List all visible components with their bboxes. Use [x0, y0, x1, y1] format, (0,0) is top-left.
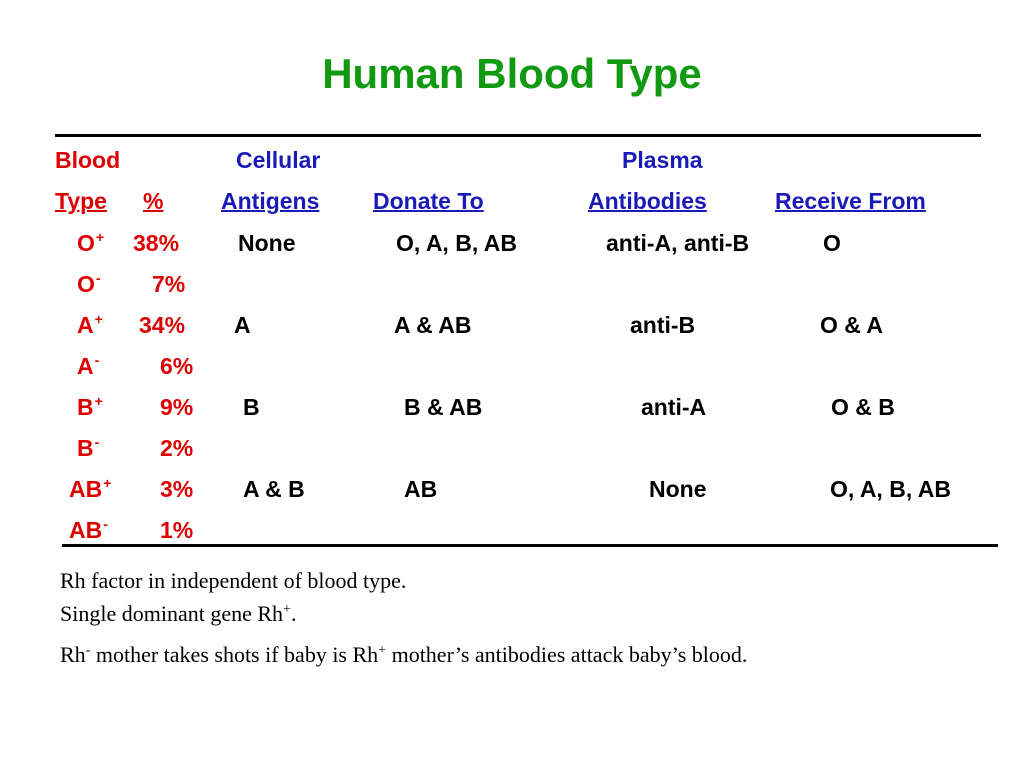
table-row-percent: 34%: [139, 312, 186, 338]
header-plasma: Plasma: [622, 147, 703, 173]
table-row-antigens: A & B: [243, 476, 305, 502]
header-cellular: Cellular: [236, 147, 321, 173]
table-row-percent: 6%: [160, 353, 194, 379]
table-row-type: AB+: [69, 475, 112, 502]
table-row-antigens: A: [234, 312, 251, 338]
table-row-antibodies: anti-A: [641, 394, 707, 420]
header-percent: %: [143, 188, 164, 214]
table-row-donate-to: A & AB: [394, 312, 472, 338]
table-row-type: AB-: [69, 516, 108, 543]
table-row-type: O+: [77, 229, 105, 256]
table-row-antibodies: anti-A, anti-B: [606, 230, 750, 256]
header-receive-from: Receive From: [775, 188, 926, 214]
header-antigens: Antigens: [221, 188, 320, 214]
table-row-percent: 2%: [160, 435, 194, 461]
table-row-receive-from: O & A: [820, 312, 884, 338]
table-row-type: A+: [77, 311, 103, 338]
table-bottom-rule: [62, 544, 998, 547]
page-title: Human Blood Type: [322, 50, 702, 97]
table-row-percent: 3%: [160, 476, 194, 502]
header-blood: Blood: [55, 147, 121, 173]
table-row-type: B+: [77, 393, 103, 420]
table-row-donate-to: O, A, B, AB: [396, 230, 517, 256]
table-row-receive-from: O: [823, 230, 841, 256]
note-dominant-gene: Single dominant gene Rh+.: [60, 601, 297, 626]
table-row-antibodies: anti-B: [630, 312, 696, 338]
table-row-percent: 1%: [160, 517, 194, 543]
table-row-donate-to: AB: [404, 476, 438, 502]
table-row-percent: 9%: [160, 394, 194, 420]
header-antibodies: Antibodies: [588, 188, 707, 214]
table-row-type: O-: [77, 270, 101, 297]
table-row-receive-from: O & B: [831, 394, 895, 420]
table-row-receive-from: O, A, B, AB: [830, 476, 951, 502]
header-type: Type: [55, 188, 107, 214]
table-row-type: A-: [77, 352, 100, 379]
note-rh-mother: Rh- mother takes shots if baby is Rh+ mo…: [60, 642, 748, 667]
table-row-percent: 7%: [152, 271, 186, 297]
table-top-rule: [55, 134, 981, 137]
table-row-percent: 38%: [133, 230, 180, 256]
table-row-antibodies: None: [649, 476, 707, 502]
table-row-antigens: None: [238, 230, 296, 256]
table-row-type: B-: [77, 434, 100, 461]
header-donate-to: Donate To: [373, 188, 484, 214]
table-row-antigens: B: [243, 394, 260, 420]
table-row-donate-to: B & AB: [404, 394, 483, 420]
note-rh-independent: Rh factor in independent of blood type.: [60, 568, 407, 593]
